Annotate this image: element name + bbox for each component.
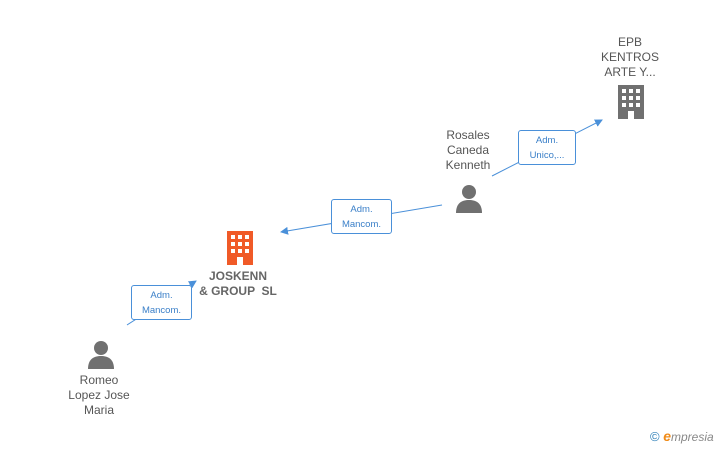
romeo-line-2: Lopez Jose [68, 388, 130, 402]
company-epb-label[interactable]: EPB KENTROS ARTE Y... [590, 35, 670, 80]
edge-label-romeo-joskenn[interactable]: Adm. Mancom. [131, 285, 192, 320]
epb-line-2: KENTROS [600, 50, 659, 64]
edge-role-line-1: Adm. [150, 290, 173, 301]
company-joskenn-label[interactable]: JOSKENN & GROUP SL [188, 269, 288, 299]
footer-brand: © empresia [650, 428, 714, 444]
person-icon[interactable] [86, 339, 116, 369]
epb-line-1: EPB [617, 35, 642, 49]
brand-logo[interactable]: empresia [663, 428, 714, 444]
edge-role-line-2: Mancom. [141, 305, 182, 316]
edge-role-line-1: Adm. [350, 204, 373, 215]
joskenn-line-1: JOSKENN [208, 269, 267, 283]
joskenn-line-2: & GROUP SL [199, 284, 277, 298]
copyright-icon: © [650, 429, 660, 444]
edge-label-rosales-joskenn[interactable]: Adm. Mancom. [331, 199, 392, 234]
romeo-line-1: Romeo [79, 373, 119, 387]
rosales-line-1: Rosales [446, 128, 490, 142]
edge-role-line-2: Mancom. [341, 219, 382, 230]
romeo-line-3: Maria [83, 403, 114, 417]
brand-rest: mpresia [671, 430, 714, 444]
rosales-line-2: Caneda [446, 143, 490, 157]
edge-role-line-2: Unico,... [529, 150, 565, 161]
brand-e: e [663, 428, 672, 444]
edge-label-rosales-epb[interactable]: Adm. Unico,... [518, 130, 576, 165]
person-romeo-label[interactable]: Romeo Lopez Jose Maria [54, 373, 144, 418]
person-rosales-label[interactable]: Rosales Caneda Kenneth [428, 128, 508, 173]
building-icon[interactable] [615, 84, 647, 120]
building-icon-main[interactable] [224, 230, 256, 266]
person-icon[interactable] [454, 183, 484, 213]
edge-role-line-1: Adm. [535, 135, 559, 146]
rosales-line-3: Kenneth [445, 158, 491, 172]
epb-line-3: ARTE Y... [604, 65, 656, 79]
